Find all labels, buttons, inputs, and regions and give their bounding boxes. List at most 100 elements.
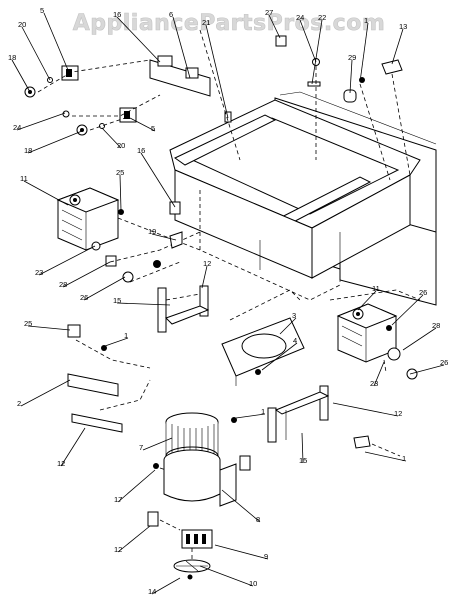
plate-2 xyxy=(67,373,119,397)
leader-line-c-12d xyxy=(117,525,151,553)
leader-lines xyxy=(11,12,445,595)
watermark-text: AppliancePartsPros.com xyxy=(73,11,386,36)
callout-c-17: 17 xyxy=(114,495,122,504)
leader-line-c-1d xyxy=(364,451,407,462)
leader-line-c-26c xyxy=(409,364,445,375)
duct-frame-15-left xyxy=(157,285,210,333)
leader-line-c-9 xyxy=(214,544,269,560)
leader-line-c-5b xyxy=(129,117,156,132)
rail-12-lower xyxy=(71,413,123,433)
callout-c-22: 22 xyxy=(318,13,326,22)
leader-line-c-20a xyxy=(21,26,51,81)
leader-line-c-6 xyxy=(172,16,191,79)
callout-c-9: 9 xyxy=(264,552,268,561)
callout-c-10: 10 xyxy=(249,579,257,588)
callout-c-14: 14 xyxy=(148,587,156,596)
washer-20-mid xyxy=(99,123,105,129)
leader-line-c-10 xyxy=(199,565,254,587)
leader-line-c-20b xyxy=(101,127,122,149)
leader-line-c-23a xyxy=(38,245,96,276)
screw-1-left xyxy=(101,345,107,351)
block-12-bottom xyxy=(147,511,159,527)
callout-c-16a: 16 xyxy=(113,10,121,19)
leader-line-c-19 xyxy=(151,233,177,241)
leader-line-c-22 xyxy=(311,19,323,85)
callout-c-3: 3 xyxy=(292,311,296,320)
callout-c-26c: 26 xyxy=(440,358,448,367)
leader-line-c-16b xyxy=(140,152,176,208)
callout-c-11a: 11 xyxy=(20,174,28,183)
leader-line-c-2 xyxy=(20,379,71,407)
leader-line-c-3 xyxy=(279,317,297,335)
leader-line-c-16a xyxy=(116,16,161,63)
magnetron-11-right xyxy=(336,303,398,363)
screw-1-lower-right xyxy=(353,435,371,449)
callout-c-28b: 28 xyxy=(432,321,440,330)
leader-line-c-15a xyxy=(116,302,171,306)
duct-frame-15-right xyxy=(267,385,330,443)
callout-c-13: 13 xyxy=(399,22,407,31)
gasket-28-right xyxy=(387,347,401,361)
leader-line-c-18a xyxy=(11,59,31,93)
leader-line-c-25a xyxy=(119,174,122,211)
motor-9 xyxy=(181,529,213,549)
leader-line-c-13 xyxy=(391,28,404,65)
callout-c-20a: 20 xyxy=(18,20,26,29)
callout-c-2: 2 xyxy=(17,399,21,408)
blower-housing-8 xyxy=(163,449,237,507)
leader-line-c-28b xyxy=(402,327,437,351)
callout-c-26b: 26 xyxy=(419,288,427,297)
leader-line-c-12a xyxy=(201,265,208,289)
leader-line-c-18b xyxy=(27,130,83,154)
callout-c-15b: 15 xyxy=(299,456,307,465)
clip-16-lower xyxy=(169,201,181,215)
callout-c-6: 6 xyxy=(169,10,173,19)
leader-line-c-27 xyxy=(268,14,281,39)
leader-line-c-29 xyxy=(349,59,353,94)
leader-line-c-1a xyxy=(359,22,369,83)
callout-c-5a: 5 xyxy=(40,6,44,15)
callout-c-5b: 5 xyxy=(151,124,155,133)
cabinet-assembly xyxy=(169,91,437,306)
callout-c-19: 19 xyxy=(148,227,156,236)
callout-c-1c: 1 xyxy=(261,407,265,416)
block-8-side xyxy=(239,455,251,471)
leader-line-c-1c xyxy=(235,413,266,419)
callout-c-7: 7 xyxy=(139,443,143,452)
block-25-lower xyxy=(67,324,81,338)
callout-c-18b: 18 xyxy=(24,146,32,155)
callout-c-8: 8 xyxy=(256,515,260,524)
bracket-22 xyxy=(307,81,321,87)
callout-c-12c: 12 xyxy=(57,459,65,468)
leader-line-c-26b xyxy=(391,294,424,326)
callout-c-20b: 20 xyxy=(117,141,125,150)
clip-27 xyxy=(275,35,287,47)
bracket-13 xyxy=(381,59,403,75)
leader-line-c-26a xyxy=(83,276,126,301)
callout-c-15a: 15 xyxy=(113,296,121,305)
leader-line-c-15b xyxy=(301,432,304,464)
leader-line-c-11b xyxy=(357,290,377,311)
callout-c-12a: 12 xyxy=(203,259,211,268)
callout-c-1b: 1 xyxy=(124,331,128,340)
leader-line-c-28a xyxy=(62,261,111,288)
callout-c-29: 29 xyxy=(348,53,356,62)
callout-c-11b: 11 xyxy=(372,284,380,293)
leader-line-c-7 xyxy=(142,437,173,451)
screw-4 xyxy=(255,369,261,375)
leader-line-c-21 xyxy=(205,24,229,119)
screw-25-upper xyxy=(118,209,124,215)
gasket-23-left xyxy=(91,241,101,251)
screw-1-lower-left xyxy=(153,260,161,268)
callout-c-25b: 25 xyxy=(24,319,32,328)
leader-line-c-12b xyxy=(332,402,399,417)
callout-c-12b: 12 xyxy=(394,409,402,418)
leader-line-c-23b xyxy=(373,361,385,387)
leader-line-c-12c xyxy=(60,427,86,467)
bracket-28-left xyxy=(105,255,117,267)
nut-14 xyxy=(187,574,193,580)
leader-line-c-8 xyxy=(221,489,261,523)
plate-3 xyxy=(221,317,305,386)
